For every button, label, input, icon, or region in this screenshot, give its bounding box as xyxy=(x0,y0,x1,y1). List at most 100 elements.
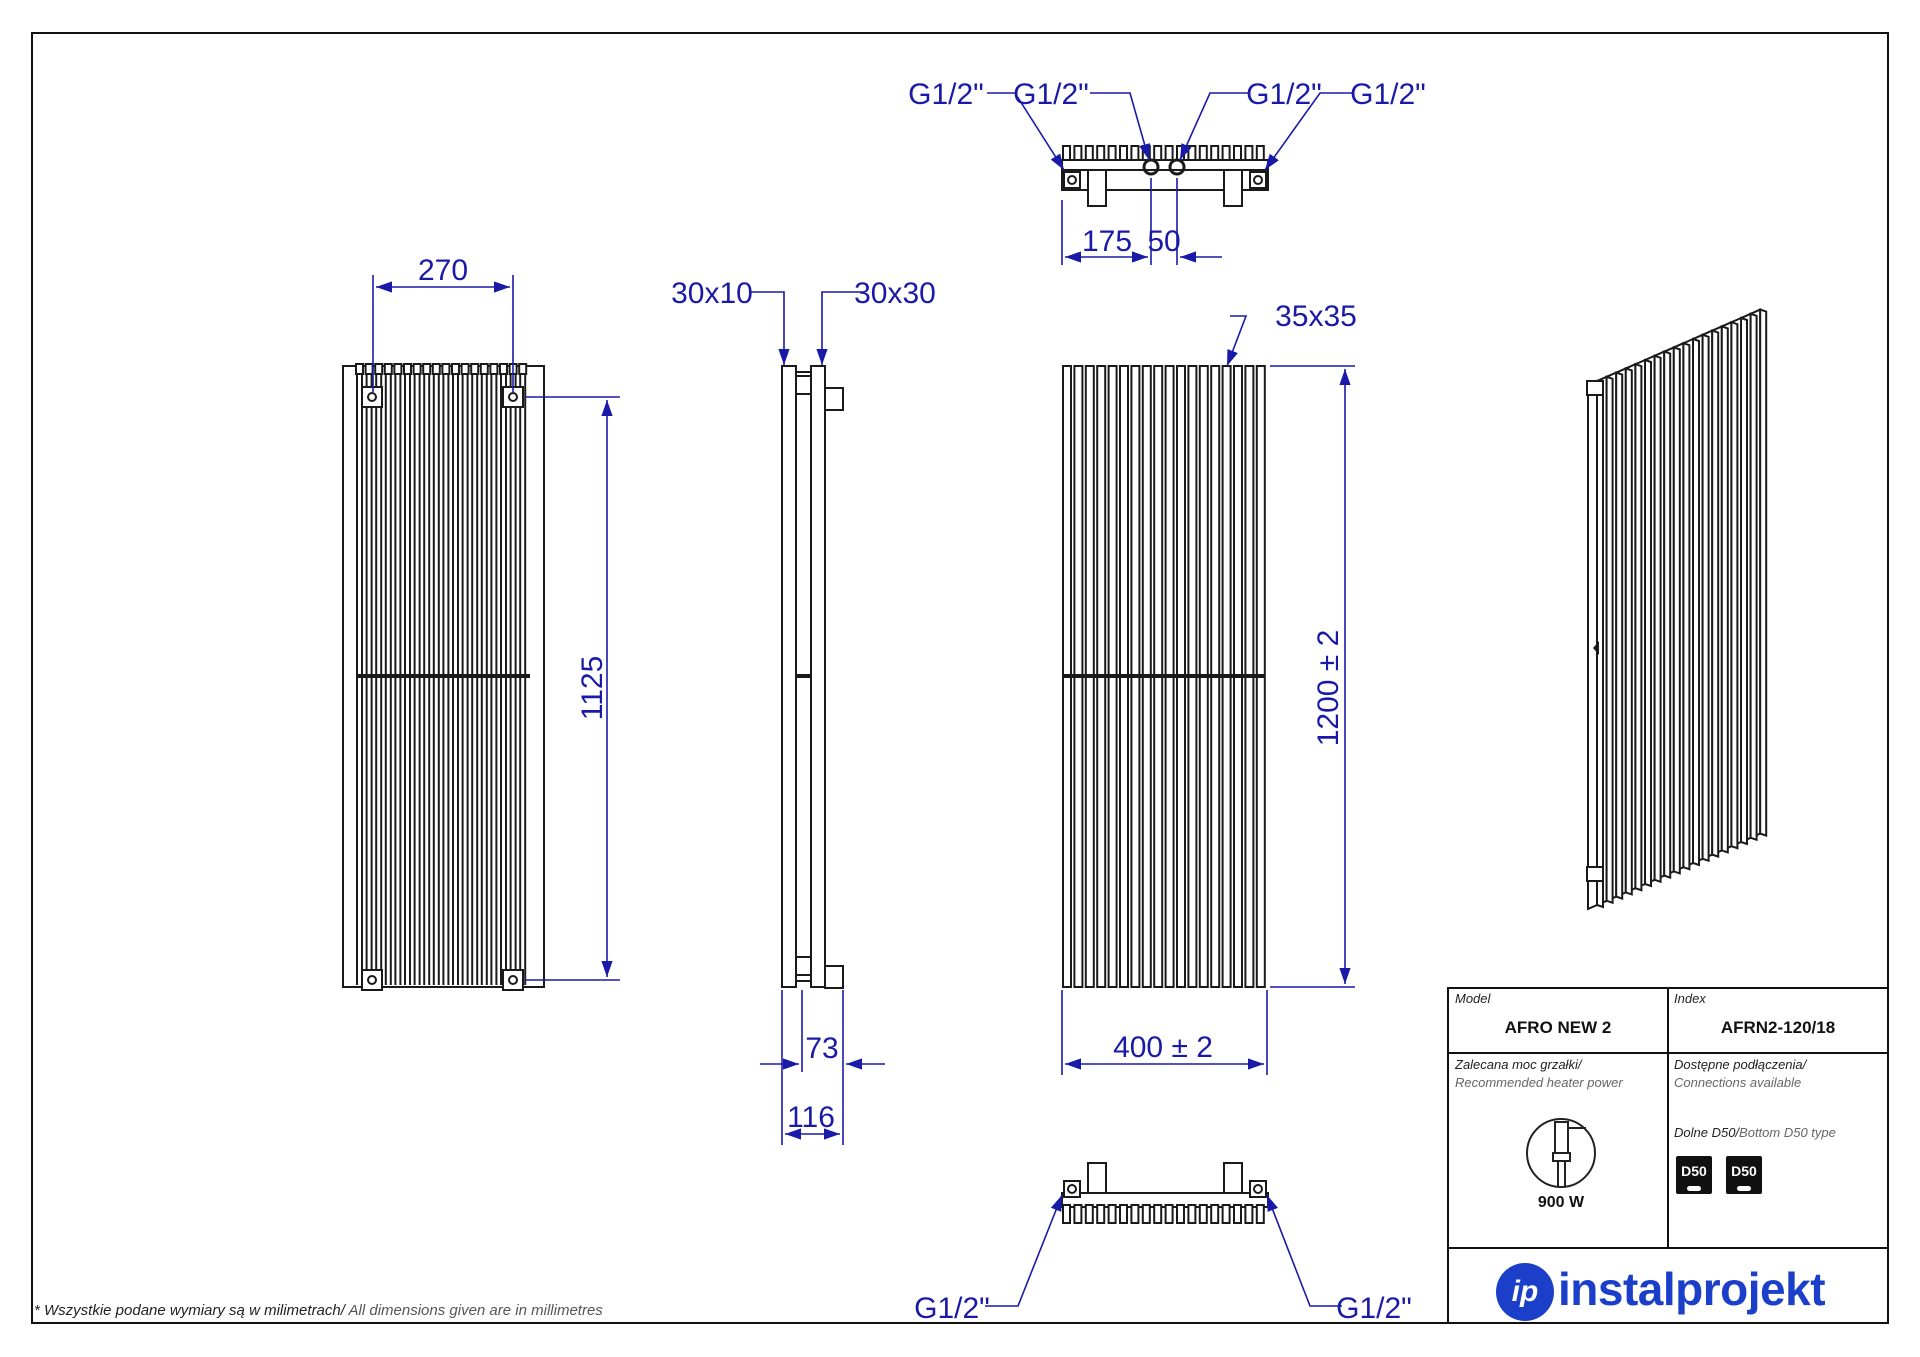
dim-top-conn-2: G1/2" xyxy=(1013,78,1089,111)
bottom-tooth xyxy=(1176,1204,1185,1224)
iso-tube-side xyxy=(1682,341,1691,871)
iso-tube-side xyxy=(1692,337,1700,867)
dim-top-175: 175 xyxy=(1082,225,1132,258)
front-tube-cap-top xyxy=(403,363,412,375)
iso-tube-side xyxy=(1653,354,1662,884)
bottom-tooth xyxy=(1073,1204,1083,1224)
iso-tube-side xyxy=(1720,325,1729,854)
front-tube-cap-top xyxy=(374,363,384,375)
front-tube-cap-top xyxy=(499,363,508,375)
iso-tube-side xyxy=(1615,371,1624,900)
dim-side-profile-right: 30x30 xyxy=(854,277,936,310)
iso-tube-side xyxy=(1634,362,1643,892)
footnote-en: All dimensions given are in millimetres xyxy=(344,1302,603,1319)
bottom-tooth xyxy=(1084,1204,1094,1224)
connection-type-pl: Dolne D50/ xyxy=(1674,1125,1740,1140)
dim-top-conn-1: G1/2" xyxy=(908,78,984,111)
footnote: * Wszystkie podane wymiary są w milimetr… xyxy=(34,1302,603,1319)
iso-tube-side xyxy=(1740,316,1748,846)
dim-front-height: 1125 xyxy=(576,656,609,721)
bottom-tooth xyxy=(1164,1204,1174,1224)
bottom-tooth xyxy=(1107,1204,1117,1224)
top-view xyxy=(1061,145,1269,207)
side-dimensions xyxy=(750,291,885,1145)
iso-tube-side xyxy=(1672,346,1681,875)
model-value: AFRO NEW 2 xyxy=(1504,1018,1612,1037)
dim-bottom-conn-left: G1/2" xyxy=(914,1292,990,1325)
dim-side-73: 73 xyxy=(805,1032,838,1065)
heater-label-en: Recommended heater power xyxy=(1455,1075,1623,1090)
dim-side-profile-left: 30x10 xyxy=(671,277,753,310)
iso-tube-side xyxy=(1759,308,1768,837)
bottom-tooth xyxy=(1198,1204,1208,1224)
footnote-pl: * Wszystkie podane wymiary są w milimetr… xyxy=(34,1302,345,1319)
dim-back-profile: 35x35 xyxy=(1275,300,1357,333)
front-tube-cap-top xyxy=(470,363,480,375)
bottom-tooth xyxy=(1130,1204,1140,1224)
iso-tube-side xyxy=(1711,329,1720,858)
model-label: Model xyxy=(1455,991,1491,1006)
bottom-dimensions xyxy=(985,1194,1342,1307)
heater-icon xyxy=(1526,1118,1596,1188)
d50-badge-1: D50 xyxy=(1676,1156,1712,1194)
bottom-tooth xyxy=(1062,1204,1071,1224)
bottom-tooth xyxy=(1119,1204,1128,1224)
title-block-grid xyxy=(1447,987,1889,1324)
bottom-tooth xyxy=(1244,1204,1254,1224)
connection-type-en: Bottom D50 type xyxy=(1739,1125,1836,1140)
front-tube-cap-top xyxy=(431,363,441,375)
connection-type: Dolne D50/Bottom D50 type xyxy=(1674,1125,1836,1140)
front-tube-cap-top xyxy=(479,363,489,375)
front-tube-cap-top xyxy=(489,363,499,375)
bottom-tooth xyxy=(1096,1204,1106,1224)
iso-tube-side xyxy=(1624,367,1633,896)
back-dimensions xyxy=(1061,315,1355,1075)
dim-back-height: 1200 ± 2 xyxy=(1312,630,1345,747)
front-dimensions xyxy=(372,275,620,981)
front-tube-cap-top xyxy=(355,363,364,375)
bottom-tooth xyxy=(1221,1204,1231,1224)
iso-tube-side xyxy=(1605,375,1614,905)
iso-tube-side xyxy=(1730,320,1739,850)
iso-tube-side xyxy=(1663,350,1672,879)
dim-top-50: 50 xyxy=(1147,225,1180,258)
back-view xyxy=(1062,365,1266,988)
index-value: AFRN2-120/18 xyxy=(1720,1018,1836,1037)
iso-tube-side xyxy=(1749,312,1758,842)
bottom-view xyxy=(1061,1162,1269,1224)
drawing-frame xyxy=(31,32,1889,1324)
front-tube-cap-top xyxy=(393,363,403,375)
front-tube-cap-top xyxy=(518,363,528,375)
front-tube-cap-top xyxy=(441,363,451,375)
connections-label-en: Connections available xyxy=(1674,1075,1802,1090)
side-view xyxy=(781,365,844,989)
dim-back-width: 400 ± 2 xyxy=(1113,1031,1213,1064)
bottom-tooth xyxy=(1233,1204,1242,1224)
bottom-teeth xyxy=(1062,1204,1265,1224)
bottom-tooth xyxy=(1210,1204,1220,1224)
front-tube-cap-top xyxy=(364,363,374,375)
heater-label-pl: Zalecana moc grzałki/ xyxy=(1455,1057,1582,1072)
d50-badge-2: D50 xyxy=(1726,1156,1762,1194)
front-tube-cap-top xyxy=(422,363,432,375)
brand-logo-icon: ip xyxy=(1496,1263,1554,1321)
dim-side-116: 116 xyxy=(787,1101,835,1134)
front-tube-cap-top xyxy=(383,363,393,375)
iso-tubes xyxy=(1587,308,1768,911)
iso-tube-side xyxy=(1644,358,1652,888)
top-dimensions xyxy=(987,92,1354,265)
bottom-tooth xyxy=(1141,1204,1151,1224)
front-tube-cap-top xyxy=(451,363,460,375)
front-view xyxy=(342,363,545,991)
dim-front-width: 270 xyxy=(418,254,468,287)
brand-name: instalprojekt xyxy=(1558,1263,1826,1315)
dim-top-conn-3: G1/2" xyxy=(1246,78,1322,111)
iso-tube-side xyxy=(1701,333,1710,863)
bottom-tooth xyxy=(1255,1204,1265,1224)
index-label: Index xyxy=(1674,991,1706,1006)
connections-label-pl: Dostępne podłączenia/ xyxy=(1674,1057,1807,1072)
bottom-tooth xyxy=(1187,1204,1197,1224)
heater-value: 900 W xyxy=(1537,1194,1585,1211)
front-tube-cap-top xyxy=(412,363,422,375)
